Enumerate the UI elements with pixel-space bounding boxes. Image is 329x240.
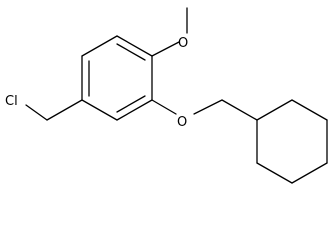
ring-double-bond-inner-c2-c3 [116,95,146,113]
cyclohexane-bond-5 [256,162,293,184]
cyclohexane-bond-1 [256,99,293,121]
benzene-ring [81,35,153,121]
chloromethyl-group: Cl [5,94,83,121]
cyclohexane-bond-4 [291,162,328,184]
ring-bond-c6-c1 [116,35,153,57]
cyclohexane-ring [256,99,328,184]
bond-c4-ch2 [46,99,83,121]
methoxy-oxygen-label: O [178,36,188,51]
chlorine-label: Cl [5,94,18,109]
bond-ether-o-ch2 [193,99,223,115]
ring-bond-c5-c6 [81,35,118,57]
bond-ch2-cyclohexyl [221,99,258,121]
cyclohexylmethoxy-group: O [151,99,328,184]
cyclohexane-bond-2 [291,99,328,121]
ether-oxygen-label: O [177,115,187,130]
bond-c1-methoxy-o [151,41,180,57]
ring-bond-c2-c3 [116,99,153,121]
chemical-structure: O O Cl [5,7,328,184]
bond-ch2-cl [25,104,48,121]
methoxy-group: O [151,7,188,57]
ring-double-bond-inner-c1-c6 [116,43,146,61]
ring-bond-c3-c4 [81,99,118,121]
bond-c2-ether-o [151,99,177,115]
